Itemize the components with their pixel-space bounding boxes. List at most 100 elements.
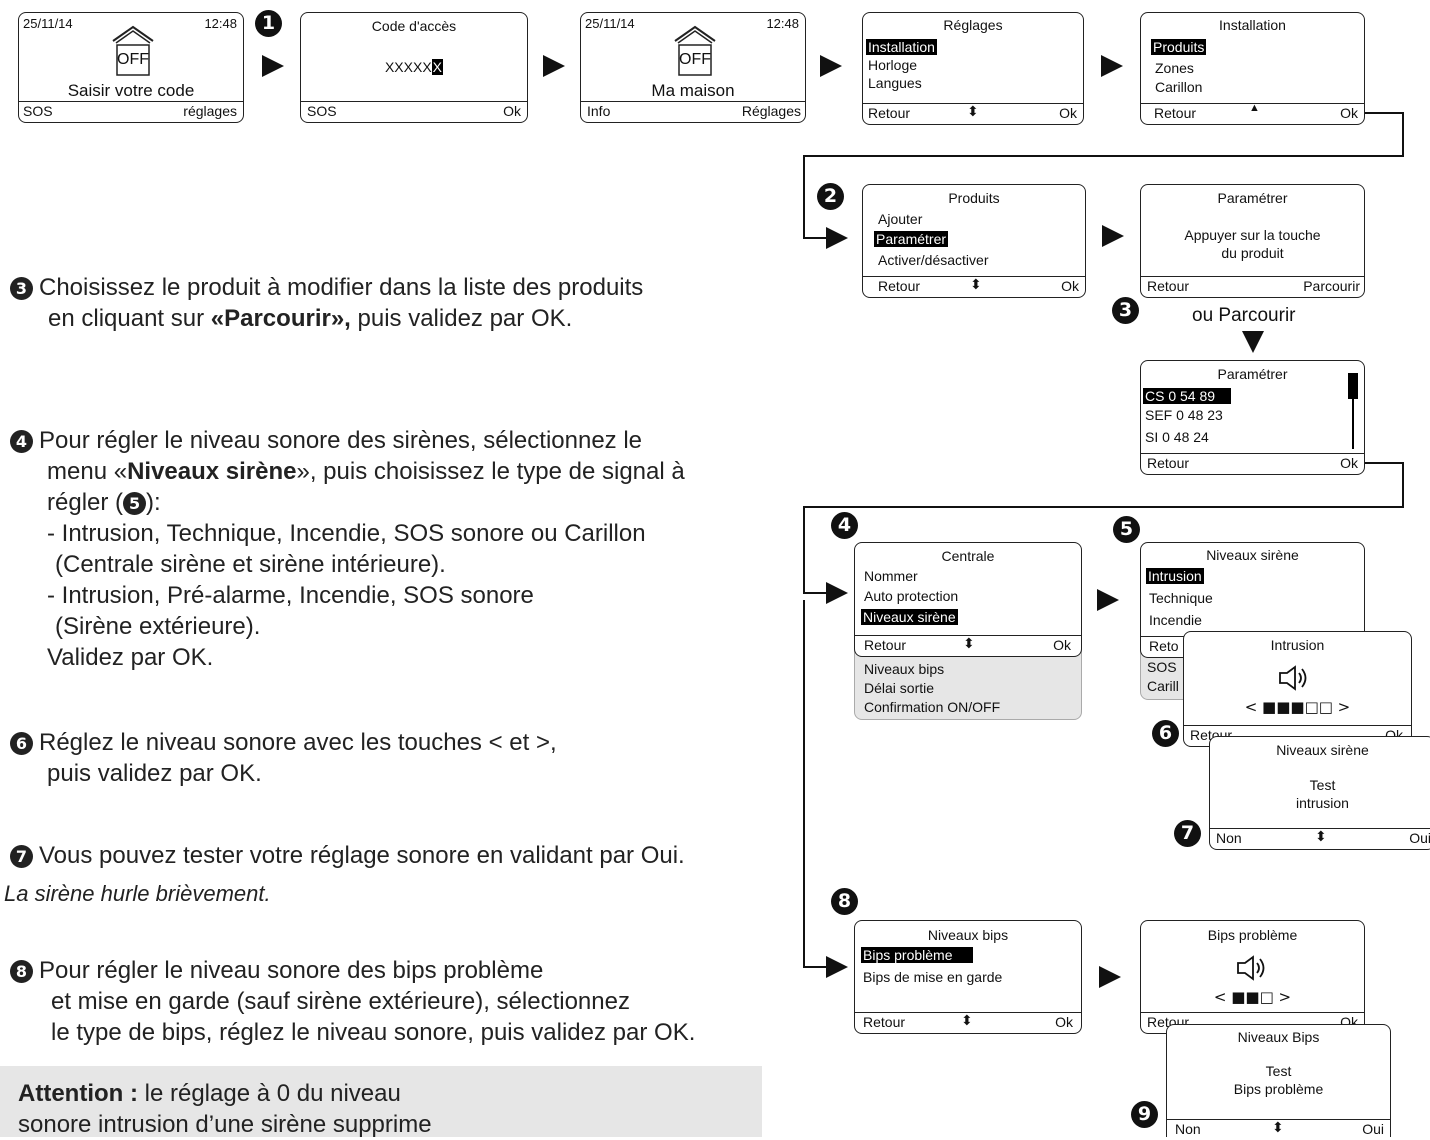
softkey-left[interactable]: Retour (1147, 278, 1190, 294)
menu-item[interactable]: Horloge (868, 57, 918, 73)
product-item[interactable]: SEF 0 48 23 (1145, 407, 1223, 423)
alternative-label: ou Parcourir (1192, 305, 1296, 326)
test-line-1: Test (1265, 1063, 1292, 1079)
menu-item[interactable]: Bips de mise en garde (863, 969, 1003, 985)
softkey-right[interactable]: Ok (1340, 455, 1358, 471)
softkey-left[interactable]: Retour (878, 278, 921, 294)
screen-message: Ma maison (651, 81, 735, 100)
softkey-right[interactable]: Ok (1055, 1014, 1073, 1030)
scrollbar[interactable] (1348, 373, 1358, 449)
softkey-right[interactable]: Oui (1409, 830, 1430, 846)
screen-title: Code d'accès (371, 18, 457, 34)
test-line-1: Test (1309, 777, 1336, 793)
step-icon: 3 (10, 277, 33, 300)
screen-home-locked: 25/11/14 12:48 OFF Saisir votre code SOS… (18, 12, 244, 123)
softkey-right[interactable]: Réglages (741, 103, 801, 119)
softkey-left[interactable]: Non (1175, 1121, 1201, 1137)
step-badge-9: 9 (1131, 1101, 1158, 1128)
screen-title: Niveaux bips (927, 927, 1009, 943)
date: 25/11/14 (585, 16, 635, 31)
flow-arrow (1099, 966, 1121, 988)
flow-line (803, 506, 1404, 508)
step-icon: 7 (10, 845, 33, 868)
softkey-right[interactable]: réglages (183, 103, 237, 119)
softkey-left[interactable]: Retour (1154, 105, 1197, 121)
flow-arrow (1097, 589, 1119, 611)
menu-item[interactable]: Auto protection (864, 588, 959, 604)
time: 12:48 (766, 16, 799, 31)
menu-item[interactable]: Carill (1147, 678, 1179, 694)
prompt-line-2: du produit (1221, 245, 1284, 261)
softkey-left[interactable]: Info (587, 103, 611, 119)
screen-reglages: Réglages Installation Horloge Langues Re… (862, 12, 1084, 125)
softkey-left[interactable]: Retour (1147, 455, 1190, 471)
menu-item-selected[interactable]: Niveaux sirène (861, 609, 958, 625)
menu-item[interactable]: Zones (1155, 60, 1194, 76)
softkey-left[interactable]: Retour (868, 105, 911, 121)
date: 25/11/14 (23, 16, 73, 31)
menu-item[interactable]: Nommer (864, 568, 918, 584)
level-indicator[interactable]: < ■■□ > (1213, 988, 1292, 1006)
screen-title: Paramétrer (1217, 190, 1288, 206)
menu-item-selected[interactable]: Installation (866, 39, 937, 55)
menu-item-selected[interactable]: Produits (1151, 39, 1207, 55)
step-badge-8: 8 (831, 888, 858, 915)
softkey-left[interactable]: Retour (863, 1014, 906, 1030)
step-badge-5: 5 (1113, 516, 1140, 543)
menu-item[interactable]: Niveaux bips (864, 661, 945, 677)
screen-installation: Installation Produits Zones Carillon Ret… (1140, 12, 1365, 125)
menu-item[interactable]: Confirmation ON/OFF (864, 699, 1001, 715)
flow-line (1402, 462, 1404, 508)
menu-item[interactable]: Activer/désactiver (878, 252, 989, 268)
softkey-right[interactable]: Ok (1053, 637, 1071, 653)
level-indicator[interactable]: < ■■■□□ > (1244, 698, 1351, 716)
flow-arrow (826, 582, 848, 604)
time: 12:48 (204, 16, 237, 31)
flow-arrow-down (1242, 331, 1264, 353)
softkey-left[interactable]: SOS (23, 103, 53, 119)
flow-line (803, 237, 831, 239)
test-line-2: Bips problème (1233, 1081, 1324, 1097)
softkey-left[interactable]: Non (1216, 830, 1242, 846)
menu-item[interactable]: Délai sortie (864, 680, 935, 696)
softkey-right[interactable]: Ok (1340, 105, 1358, 121)
softkey-left[interactable]: Reto (1149, 638, 1179, 654)
softkey-left[interactable]: SOS (307, 103, 337, 119)
menu-item[interactable]: SOS (1147, 659, 1177, 675)
step-icon: 4 (10, 430, 33, 453)
scroll-arrows-icon: ⬍ (1272, 1119, 1284, 1135)
scroll-arrows-icon: ⬍ (1315, 828, 1327, 844)
softkey-right[interactable]: Ok (1059, 105, 1077, 121)
menu-item[interactable]: Incendie (1149, 612, 1202, 628)
flow-line (803, 592, 831, 594)
menu-item[interactable]: Technique (1149, 590, 1213, 606)
menu-item-selected[interactable]: Intrusion (1146, 568, 1204, 584)
menu-item[interactable]: Carillon (1155, 79, 1203, 95)
product-item-selected[interactable]: CS 0 54 89 (1143, 388, 1232, 404)
softkey-right[interactable]: Ok (1061, 278, 1079, 294)
flow-line (803, 966, 831, 968)
screen-test-bips: Niveaux Bips Test Bips problème Non⬍Oui (1166, 1024, 1391, 1137)
flow-arrow (543, 55, 565, 77)
screen-test-intrusion: Niveaux sirène Test intrusion Non⬍Oui (1209, 736, 1430, 850)
screen-title: Installation (1219, 17, 1286, 33)
alarm-status: OFF (117, 51, 149, 68)
menu-item-selected[interactable]: Bips problème (861, 947, 973, 963)
softkey-right[interactable]: Parcourir (1303, 278, 1360, 294)
step-badge-6: 6 (1152, 720, 1179, 747)
screen-title: Centrale (941, 548, 995, 564)
flow-arrow (1102, 225, 1124, 247)
product-item[interactable]: SI 0 48 24 (1145, 429, 1209, 445)
flow-line (1402, 112, 1404, 156)
menu-item[interactable]: Langues (868, 75, 922, 91)
screen-title: Paramétrer (1217, 366, 1288, 382)
screen-title: Niveaux sirène (1206, 547, 1299, 563)
flow-arrow (826, 227, 848, 249)
softkey-right[interactable]: Oui (1362, 1121, 1384, 1137)
softkey-left[interactable]: Retour (864, 637, 907, 653)
menu-item-selected[interactable]: Paramétrer (874, 231, 949, 247)
softkey-right[interactable]: Ok (503, 103, 521, 119)
menu-item[interactable]: Ajouter (878, 211, 923, 227)
